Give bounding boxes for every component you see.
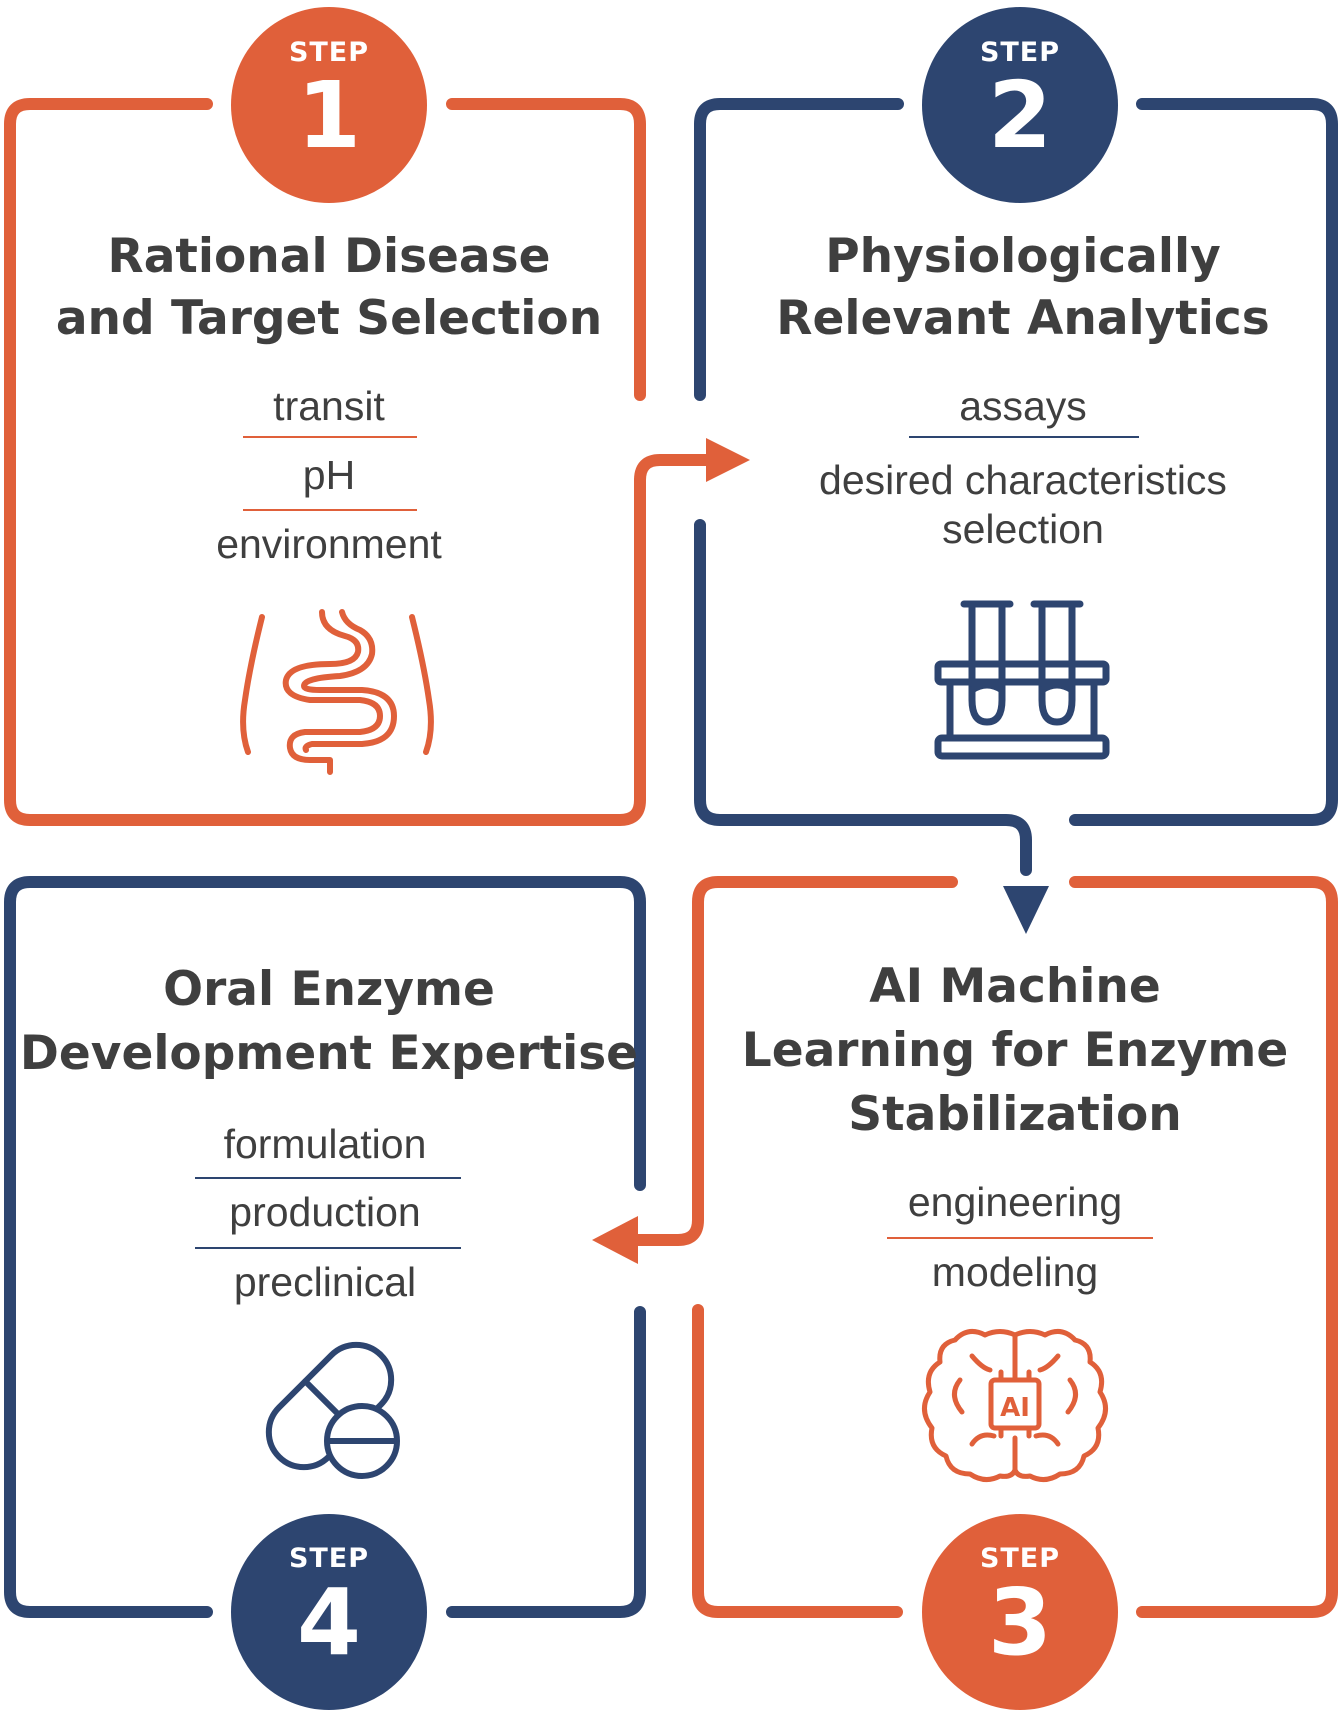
step-2-title-line-2: Relevant Analytics	[776, 291, 1269, 346]
step-1-title-line-1: Rational Disease	[108, 229, 551, 284]
step-3-circle	[922, 1514, 1118, 1710]
step-2-circle	[922, 7, 1118, 203]
ai-brain-icon: AI	[922, 1328, 1108, 1482]
panel-3-frame	[632, 876, 1338, 1618]
step-4-title-line-2: Development Expertise	[20, 1026, 638, 1081]
step-1-item-ph: pH	[303, 452, 355, 498]
step-4-title-line-1: Oral Enzyme	[163, 962, 495, 1017]
step-3-title-line-1: AI Machine	[869, 959, 1160, 1014]
step-1-circle	[231, 7, 427, 203]
step-4-item-preclinical: preclinical	[234, 1259, 416, 1305]
step-3-title-line-3: Stabilization	[848, 1087, 1181, 1142]
step-3-badge: STEP 3	[922, 1514, 1118, 1710]
step-4-badge: STEP 4	[231, 1514, 427, 1710]
arrow-head-3-to-4	[592, 1216, 638, 1264]
step-4-item-production: production	[229, 1189, 420, 1235]
ai-chip-label: AI	[1000, 1393, 1030, 1423]
step-3-number: 3	[988, 1569, 1052, 1676]
panel-2-frame	[694, 98, 1338, 876]
step-2-item-assays: assays	[959, 383, 1087, 429]
step-2-badge: STEP 2	[922, 7, 1118, 203]
capsule-pill-icon	[265, 1341, 400, 1479]
step-1-item-transit: transit	[273, 383, 385, 429]
panel-4-frame	[4, 876, 646, 1618]
step-1-badge: STEP 1	[231, 7, 427, 203]
step-3-label: STEP	[980, 1543, 1060, 1574]
step-4-label: STEP	[289, 1543, 369, 1574]
step-1-label: STEP	[289, 37, 369, 68]
step-2-label: STEP	[980, 37, 1060, 68]
step-3-title-line-2: Learning for Enzyme	[742, 1023, 1288, 1078]
step-1-item-environment: environment	[216, 521, 442, 567]
arrow-head-1-to-2	[706, 438, 750, 482]
step-4-item-formulation: formulation	[224, 1121, 427, 1167]
step-1-number: 1	[297, 62, 361, 169]
step-4-number: 4	[297, 1569, 361, 1676]
panel-1-frame	[4, 98, 646, 826]
step-3-item-modeling: modeling	[932, 1249, 1098, 1295]
step-2-number: 2	[988, 62, 1052, 169]
arrow-head-2-to-3	[1003, 886, 1049, 934]
intestine-icon	[240, 609, 434, 775]
step-3-item-engineering: engineering	[908, 1179, 1122, 1225]
test-tubes-icon	[934, 600, 1110, 760]
step-2-item-selection: selection	[942, 506, 1104, 552]
step-1-title-line-2: and Target Selection	[56, 291, 602, 346]
connector-1-to-2	[634, 454, 716, 486]
step-2-title-line-1: Physiologically	[825, 229, 1221, 284]
step-4-circle	[231, 1514, 427, 1710]
step-2-item-desired-characteristics: desired characteristics	[819, 457, 1227, 503]
